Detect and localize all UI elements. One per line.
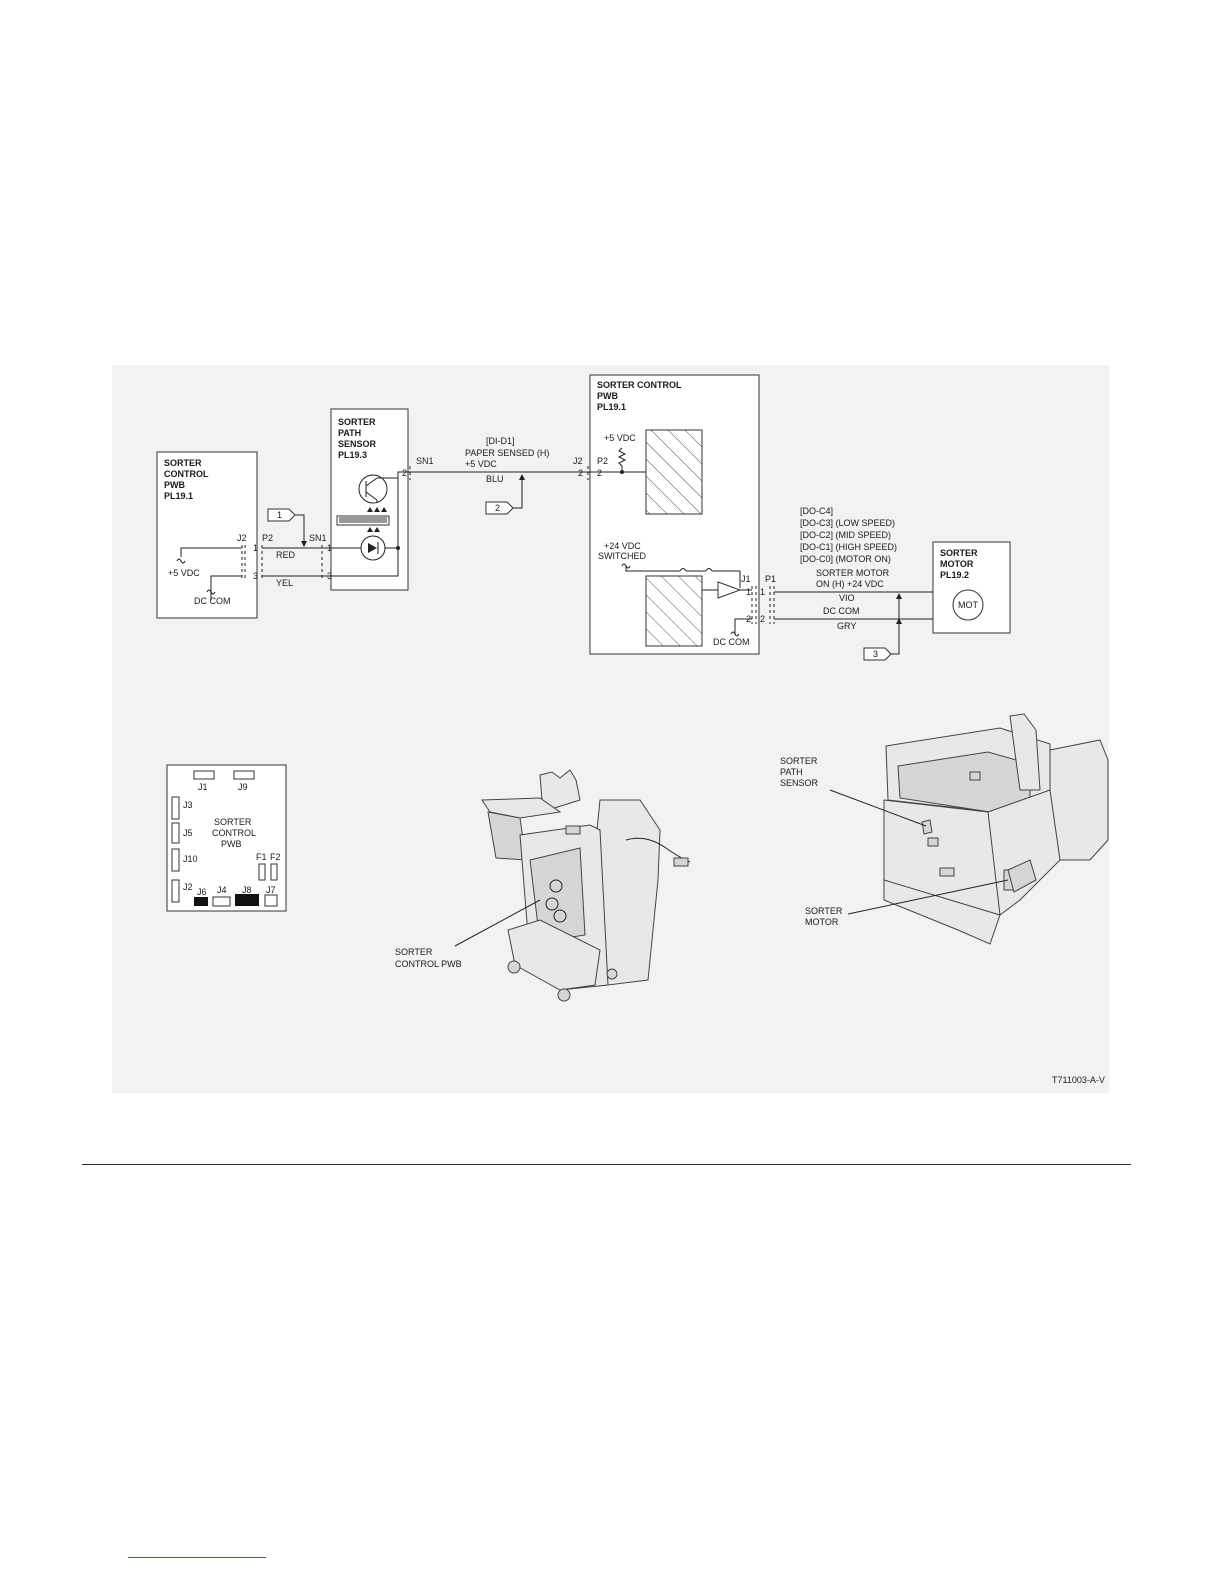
svg-text:YEL: YEL [276, 578, 293, 588]
svg-text:[DO-C2] (MID SPEED): [DO-C2] (MID SPEED) [800, 530, 891, 540]
right-control-pwb: SORTER CONTROL PWB PL19.1 J2 P2 2 2 +5 V… [573, 374, 760, 655]
svg-text:2: 2 [597, 468, 602, 478]
svg-text:+5 VDC: +5 VDC [604, 433, 636, 443]
svg-text:SENSOR: SENSOR [338, 439, 377, 449]
svg-text:F1: F1 [256, 852, 267, 862]
svg-text:DC COM: DC COM [713, 637, 750, 647]
svg-text:PWB: PWB [221, 839, 242, 849]
svg-text:ON (H) +24 VDC: ON (H) +24 VDC [816, 579, 884, 589]
svg-text:J3: J3 [183, 800, 193, 810]
callout-2: 2 [485, 474, 525, 515]
svg-text:[DO-C0] (MOTOR ON): [DO-C0] (MOTOR ON) [800, 554, 891, 564]
svg-text:CONTROL PWB: CONTROL PWB [395, 959, 462, 969]
motor-wiring: P1 1 2 [DO-C4] [DO-C3] (LOW SPEED) [DO-C… [760, 506, 955, 631]
svg-text:PWB: PWB [597, 391, 618, 401]
svg-text:1: 1 [253, 543, 258, 553]
svg-text:J6: J6 [197, 887, 207, 897]
sorter-path-sensor: SORTER PATH SENSOR PL19.3 SN1 1 3 2 [309, 408, 409, 591]
svg-text:SORTER: SORTER [214, 817, 252, 827]
callout-1: 1 [267, 508, 307, 547]
svg-text:+24 VDC: +24 VDC [604, 541, 641, 551]
svg-text:J4: J4 [217, 885, 227, 895]
svg-text:+5 VDC: +5 VDC [465, 459, 497, 469]
svg-text:2: 2 [402, 468, 407, 478]
footer-link-underline[interactable] [128, 1557, 266, 1558]
svg-text:MOT: MOT [958, 600, 978, 610]
svg-text:[DO-C3] (LOW SPEED): [DO-C3] (LOW SPEED) [800, 518, 895, 528]
page-rule [82, 1164, 1131, 1165]
svg-text:SORTER: SORTER [395, 947, 433, 957]
svg-text:SORTER: SORTER [805, 906, 843, 916]
svg-text:J8: J8 [242, 885, 252, 895]
svg-text:PL19.2: PL19.2 [940, 570, 969, 580]
svg-text:PL19.3: PL19.3 [338, 450, 367, 460]
svg-text:+5 VDC: +5 VDC [168, 568, 200, 578]
svg-text:VIO: VIO [839, 593, 855, 603]
svg-text:CONTROL: CONTROL [164, 469, 209, 479]
sorter-motor: SORTER MOTOR PL19.2 MOT [932, 541, 1011, 634]
svg-text:J2: J2 [237, 533, 247, 543]
svg-text:1: 1 [277, 510, 282, 520]
svg-text:SN1: SN1 [309, 533, 327, 543]
svg-text:CONTROL: CONTROL [212, 828, 256, 838]
svg-text:SORTER CONTROL: SORTER CONTROL [597, 380, 682, 390]
svg-text:PAPER SENSED (H): PAPER SENSED (H) [465, 448, 549, 458]
signal-line: SN1 [DI-D1] PAPER SENSED (H) +5 VDC BLU [408, 436, 588, 484]
callout-3: 3 [863, 593, 902, 661]
svg-text:2: 2 [495, 503, 500, 513]
svg-text:GRY: GRY [837, 621, 856, 631]
svg-text:2: 2 [760, 614, 765, 624]
svg-text:J1: J1 [741, 574, 751, 584]
svg-text:MOTOR: MOTOR [940, 559, 974, 569]
svg-text:J1: J1 [198, 782, 208, 792]
svg-text:3: 3 [873, 649, 878, 659]
figure-id: T711003-A-V [1052, 1075, 1105, 1085]
svg-text:F2: F2 [270, 852, 281, 862]
svg-text:P1: P1 [765, 574, 776, 584]
svg-text:PATH: PATH [780, 767, 803, 777]
svg-text:[DO-C1] (HIGH SPEED): [DO-C1] (HIGH SPEED) [800, 542, 897, 552]
svg-text:1: 1 [760, 587, 765, 597]
pwb-layout: J1 J9 J3 J5 J10 J2 J6 J4 J8 J7 F1 F2 SOR… [166, 764, 287, 912]
svg-text:J2: J2 [183, 882, 193, 892]
svg-text:PL19.1: PL19.1 [164, 491, 193, 501]
svg-text:MOTOR: MOTOR [805, 917, 839, 927]
svg-text:PWB: PWB [164, 480, 185, 490]
left-pwb-wiring: 1 3 P2 RED YEL [176, 533, 322, 600]
svg-text:J9: J9 [238, 782, 248, 792]
svg-text:PL19.1: PL19.1 [597, 402, 626, 412]
svg-text:P2: P2 [597, 456, 608, 466]
svg-text:DC COM: DC COM [823, 606, 860, 616]
svg-text:1: 1 [746, 587, 751, 597]
svg-text:J2: J2 [573, 456, 583, 466]
svg-text:SORTER: SORTER [940, 548, 978, 558]
svg-text:SORTER: SORTER [164, 458, 202, 468]
svg-text:DC COM: DC COM [194, 596, 231, 606]
svg-text:2: 2 [578, 468, 583, 478]
svg-text:J10: J10 [183, 854, 198, 864]
svg-text:PATH: PATH [338, 428, 361, 438]
svg-text:RED: RED [276, 550, 296, 560]
svg-text:SORTER MOTOR: SORTER MOTOR [816, 568, 890, 578]
svg-text:[DO-C4]: [DO-C4] [800, 506, 833, 516]
svg-text:J7: J7 [266, 885, 276, 895]
svg-text:SN1: SN1 [416, 456, 434, 466]
sorter-illustration: SORTER CONTROL PWB [395, 769, 691, 1002]
svg-text:[DI-D1]: [DI-D1] [486, 436, 515, 446]
svg-text:BLU: BLU [486, 474, 504, 484]
svg-text:P2: P2 [262, 533, 273, 543]
sorter-close-up-illustration: SORTER PATH SENSOR SORTER MOTOR [780, 713, 1109, 945]
svg-text:SWITCHED: SWITCHED [598, 551, 646, 561]
svg-text:3: 3 [253, 571, 258, 581]
svg-text:SORTER: SORTER [338, 417, 376, 427]
svg-text:SENSOR: SENSOR [780, 778, 819, 788]
svg-text:SORTER: SORTER [780, 756, 818, 766]
svg-text:J5: J5 [183, 828, 193, 838]
left-control-pwb: SORTER CONTROL PWB PL19.1 J2 +5 VDC DC C… [156, 451, 258, 619]
